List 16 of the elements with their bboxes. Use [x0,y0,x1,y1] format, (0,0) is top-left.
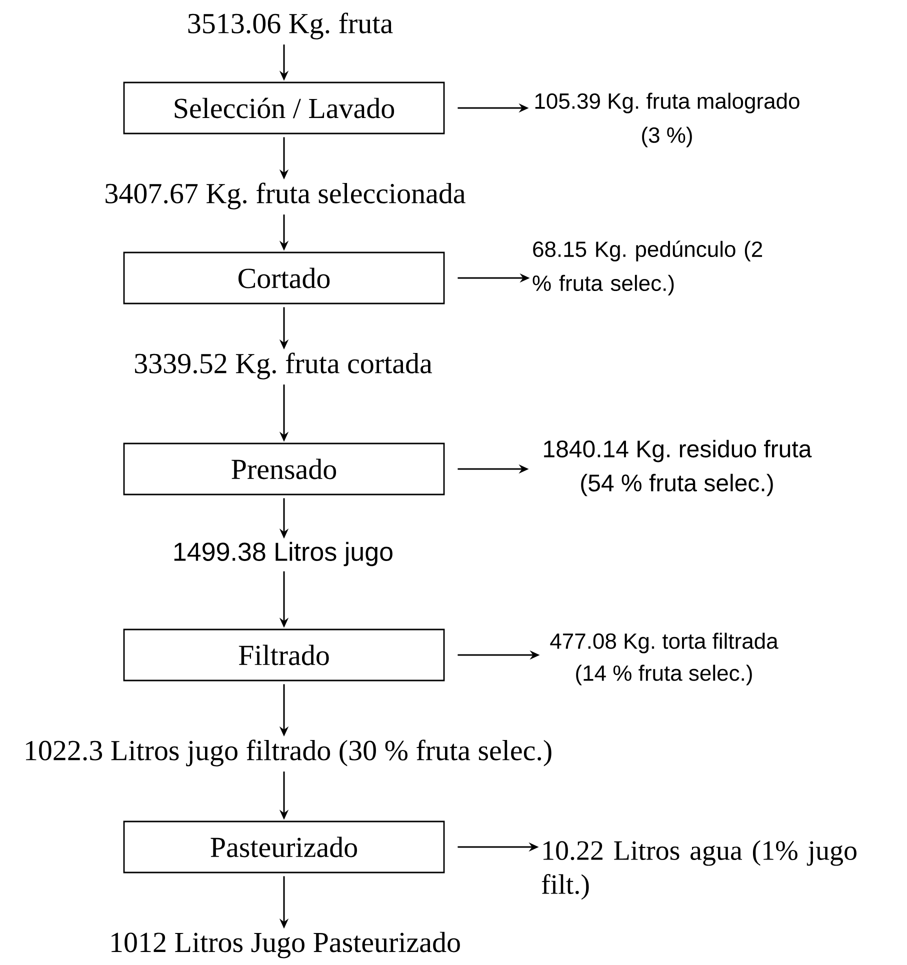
process-box: Filtrado [123,628,445,682]
output-label: 1840.14 Kg. residuo fruta (54 % fruta selec.) [544,440,812,496]
flow-label: 1022.3 Litros jugo filtrado (30 % fruta selec.) [26,740,552,766]
process-box: Cortado [123,252,445,304]
flow-label: 3339.52 Kg. fruta cortada [135,352,432,380]
flow-label: 1499.38 Litros jugo [174,542,392,566]
flow-label: 3407.67 Kg. fruta seleccionada [106,182,466,210]
output-label: 68.15 Kg. pedúnculo (2 % fruta selec.) [532,240,762,296]
process-box: Pasteurizado [123,820,445,874]
output-label: 10.22 Litros agua (1% jugo filt.) [542,840,856,900]
flow-label: 3513.06 Kg. fruta [188,12,393,40]
process-box: Selección / Lavado [123,82,445,134]
flow-label: 1012 Litros Jugo Pasteurizado [112,932,460,958]
process-box: Prensado [123,442,445,496]
output-label: 477.08 Kg. torta filtrada (14 % fruta selec.) [550,632,778,686]
output-label: 105.39 Kg. fruta malogrado (3 %) [535,92,800,148]
